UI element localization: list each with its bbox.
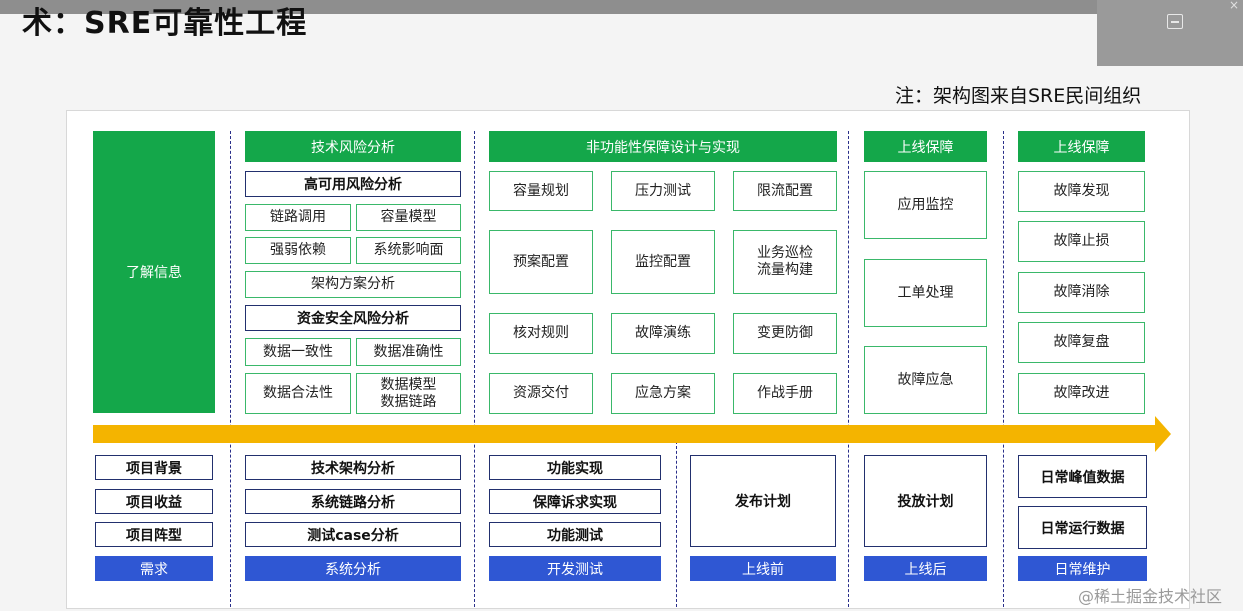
fault-item: 故障止损 [1018,221,1145,262]
stage-label-sys: 系统分析 [245,556,461,581]
architecture-panel: 了解信息 技术风险分析 高可用风险分析 链路调用 容量模型 强弱依赖 系统影响面… [66,110,1190,609]
nonfunc-item: 应急方案 [611,373,715,414]
nonfunc-item: 限流配置 [733,171,837,211]
online-item: 应用监控 [864,171,987,239]
online-item: 故障应急 [864,346,987,414]
timeline-arrow [93,425,1157,443]
fault-item: 故障改进 [1018,373,1145,414]
arch-analysis: 架构方案分析 [245,271,461,298]
fund-item: 数据合法性 [245,373,351,414]
window-control[interactable]: × [1097,0,1243,66]
nonfunc-item: 容量规划 [489,171,593,211]
stage-label-maint: 日常维护 [1018,556,1147,581]
divider [474,131,475,607]
dev-item: 功能测试 [489,522,661,547]
top-bar [0,0,1243,14]
sys-item: 测试case分析 [245,522,461,547]
divider [848,131,849,607]
online-guarantee-header-2: 上线保障 [1018,131,1145,162]
stage-label-req: 需求 [95,556,213,581]
online-item: 工单处理 [864,259,987,327]
sys-item: 技术架构分析 [245,455,461,480]
nonfunc-item: 压力测试 [611,171,715,211]
maint-item: 日常运行数据 [1018,506,1147,549]
ha-item: 系统影响面 [356,237,461,264]
divider [230,131,231,607]
stage-label-pre: 上线前 [690,556,836,581]
timeline-arrow-head [1155,416,1171,452]
divider [676,441,677,607]
ha-item: 链路调用 [245,204,351,231]
req-item: 项目收益 [95,489,213,514]
nonfunc-item: 核对规则 [489,313,593,354]
release-plan: 发布计划 [690,455,836,547]
fund-item: 数据准确性 [356,338,461,366]
ha-item: 强弱依赖 [245,237,351,264]
nonfunc-item: 故障演练 [611,313,715,354]
dev-item: 保障诉求实现 [489,489,661,514]
fault-item: 故障消除 [1018,272,1145,313]
sys-item: 系统链路分析 [245,489,461,514]
window-restore-icon[interactable] [1167,14,1183,29]
req-item: 项目阵型 [95,522,213,547]
fault-item: 故障复盘 [1018,322,1145,363]
source-note: 注：架构图来自SRE民间组织 [895,85,1142,107]
ha-risk-header: 高可用风险分析 [245,171,461,197]
nonfunc-item: 业务巡检 流量构建 [733,230,837,294]
online-guarantee-header: 上线保障 [864,131,987,162]
watermark: @稀土掘金技术社区 [1078,587,1223,606]
tech-risk-header: 技术风险分析 [245,131,461,162]
close-icon[interactable]: × [1228,0,1239,12]
nonfunc-item: 变更防御 [733,313,837,354]
stage-label-dev: 开发测试 [489,556,661,581]
req-item: 项目背景 [95,455,213,480]
divider [1003,131,1004,607]
fund-item: 数据模型 数据链路 [356,373,461,414]
dev-item: 功能实现 [489,455,661,480]
fault-item: 故障发现 [1018,171,1145,212]
fund-risk-header: 资金安全风险分析 [245,305,461,331]
nonfunc-item: 资源交付 [489,373,593,414]
know-info-box: 了解信息 [93,131,215,413]
fund-item: 数据一致性 [245,338,351,366]
maint-item: 日常峰值数据 [1018,455,1147,498]
nonfunc-item: 监控配置 [611,230,715,294]
ha-item: 容量模型 [356,204,461,231]
slide-title: 术：SRE可靠性工程 [22,6,308,41]
nonfunc-item: 预案配置 [489,230,593,294]
stage-label-post: 上线后 [864,556,987,581]
launch-plan: 投放计划 [864,455,987,547]
nonfunc-header: 非功能性保障设计与实现 [489,131,837,162]
nonfunc-item: 作战手册 [733,373,837,414]
